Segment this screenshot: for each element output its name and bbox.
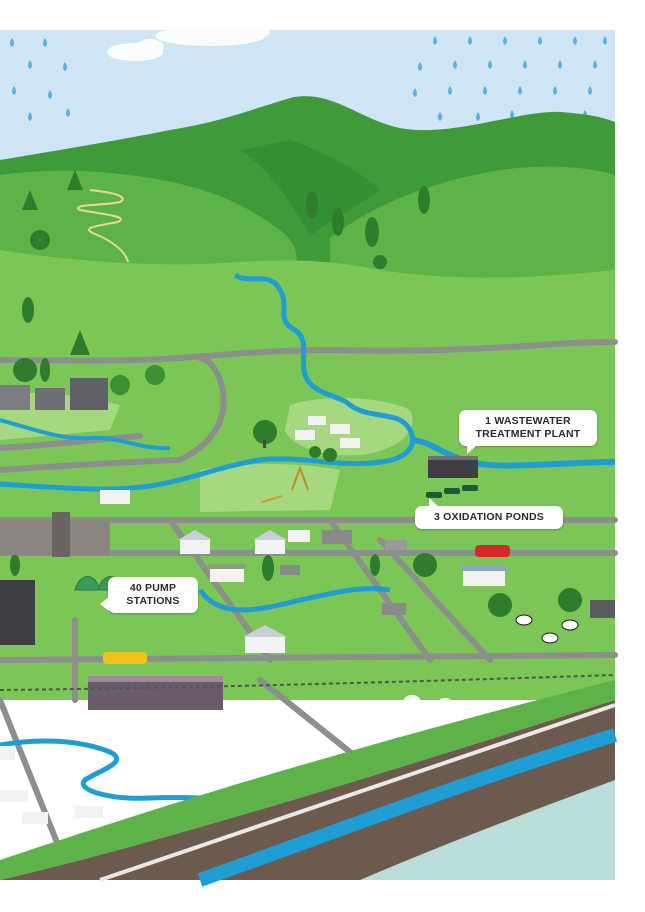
wastewater-plant-label: 1 WASTEWATER TREATMENT PLANT [459, 410, 597, 454]
rain-left [10, 38, 70, 121]
houses [0, 416, 615, 824]
creek-left [0, 418, 171, 451]
pump-stations-label: 40 PUMP STATIONS [100, 577, 198, 613]
river [0, 272, 416, 492]
treatment-plant-building [428, 458, 478, 478]
oxidation-ponds-label: 3 OXIDATION PONDS [415, 498, 563, 529]
clouds [107, 23, 270, 61]
wastewater-plant-label-line2: TREATMENT PLANT [475, 428, 581, 440]
town-stream [197, 586, 391, 613]
hill-shade [240, 140, 380, 236]
playground-swing [291, 465, 309, 491]
embankment [0, 700, 615, 880]
trees [10, 170, 582, 617]
oxidation-ponds-label-text: 3 OXIDATION PONDS [434, 511, 544, 523]
embankment-grass [0, 680, 615, 880]
pump-stations-label-line1: 40 PUMP [129, 582, 177, 594]
yellow-taxi [103, 652, 147, 664]
apartment-blocks [0, 378, 223, 710]
seesaw [261, 495, 283, 503]
treatment-plant-roof [428, 456, 478, 460]
sea [360, 780, 615, 880]
wastewater-plant-label-line1: 1 WASTEWATER [485, 415, 571, 427]
livestock [349, 614, 579, 729]
oxidation-ponds [426, 485, 478, 498]
pipeline [99, 703, 616, 882]
embankment-drain [197, 728, 618, 887]
road-network [0, 339, 618, 853]
red-car [475, 545, 510, 557]
hill-trail [77, 189, 129, 263]
pump-stations-label-line2: STATIONS [126, 595, 180, 607]
rain-right [413, 36, 607, 121]
railway [0, 674, 616, 691]
field-patch [200, 464, 340, 512]
